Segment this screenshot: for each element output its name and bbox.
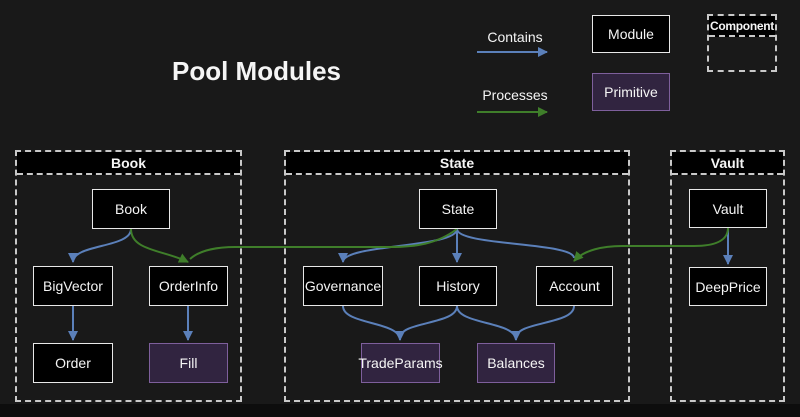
node-tradeparams: TradeParams [358,343,443,383]
node-order: Order [33,343,113,383]
node-fill: Fill [149,343,228,383]
container-state: State [284,150,630,402]
node-vault-label: Vault [712,200,744,217]
node-bigvector-label: BigVector [43,278,103,294]
node-state-label: State [441,201,475,217]
bottom-letterbox [0,404,800,417]
node-bigvector: BigVector [33,266,113,306]
legend-module-label: Module [608,26,654,42]
node-tradeparams-label: TradeParams [358,355,443,371]
node-vault: Vault [689,189,767,228]
container-book-header: Book [17,152,240,175]
node-fill-label: Fill [179,355,198,371]
node-state: State [419,189,497,229]
node-governance-label: Governance [304,278,382,294]
container-vault: Vault [670,150,785,402]
diagram-title: Pool Modules [172,56,341,86]
node-balances-label: Balances [487,355,545,371]
node-book: Book [92,189,170,229]
node-orderinfo-label: OrderInfo [158,278,219,294]
container-vault-header: Vault [672,152,783,175]
legend-component-label: Component [709,16,775,37]
container-vault-label: Vault [710,154,745,171]
legend-primitive-box: Primitive [592,73,670,111]
node-history: History [419,266,497,306]
container-state-header: State [286,152,628,175]
node-account: Account [536,266,613,306]
node-orderinfo: OrderInfo [149,266,228,306]
node-deepprice: DeepPrice [689,267,767,306]
container-book: Book [15,150,242,402]
legend-module-box: Module [592,15,670,53]
node-book-label: Book [115,201,147,217]
legend-processes-label: Processes [482,87,548,103]
node-history-label: History [436,278,480,294]
container-book-label: Book [111,154,146,171]
node-order-label: Order [55,355,91,371]
node-deepprice-label: DeepPrice [695,278,761,295]
node-governance: Governance [303,266,383,306]
legend-contains-label: Contains [487,29,543,45]
node-balances: Balances [477,343,555,383]
legend-component-box: Component [707,14,777,72]
legend-primitive-label: Primitive [604,84,658,100]
node-account-label: Account [549,278,600,294]
container-state-label: State [439,154,475,171]
